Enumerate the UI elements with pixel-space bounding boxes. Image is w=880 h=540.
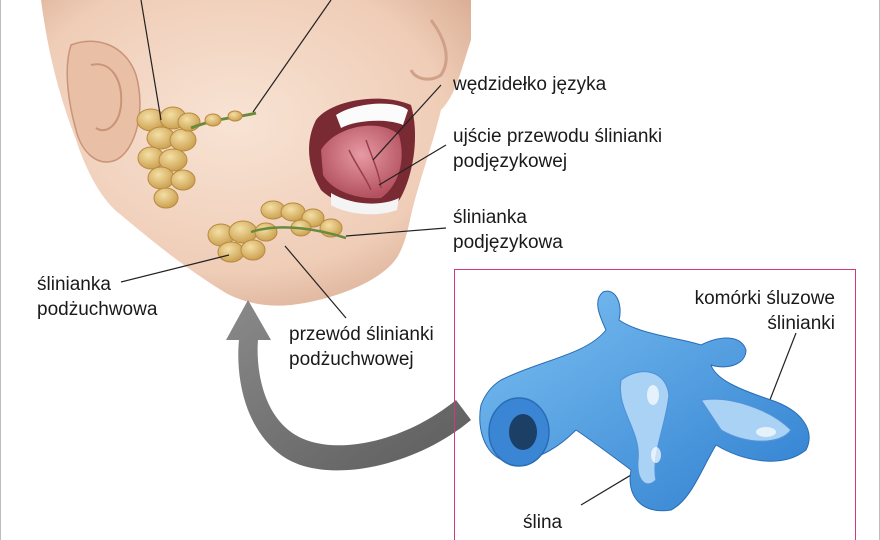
curved-arrow: [226, 300, 471, 471]
label-submandibular-gland: ślinianka podżuchwowa: [37, 274, 158, 320]
label-sublingual-duct-opening: ujście przewodu ślinianki podjęzykowej: [453, 126, 663, 172]
gland-tissue-illustration: [479, 290, 810, 512]
sublingual-gland: [250, 200, 347, 240]
parotid-gland: [136, 106, 257, 209]
label-frenulum: wędzidełko języka: [453, 74, 607, 95]
label-submandibular-duct: przewód ślinianki podżuchwowej: [289, 324, 434, 370]
leader-lines: [120, 0, 797, 506]
tissue-detail-frame: [454, 269, 856, 540]
label-mucous-cells: komórki śluzowe ślinianki: [694, 288, 835, 334]
label-saliva: ślina: [523, 512, 563, 533]
label-sublingual-gland: ślinianka podjęzykowa: [453, 207, 563, 253]
submandibular-gland: [207, 220, 278, 263]
face-illustration: [41, 0, 471, 306]
